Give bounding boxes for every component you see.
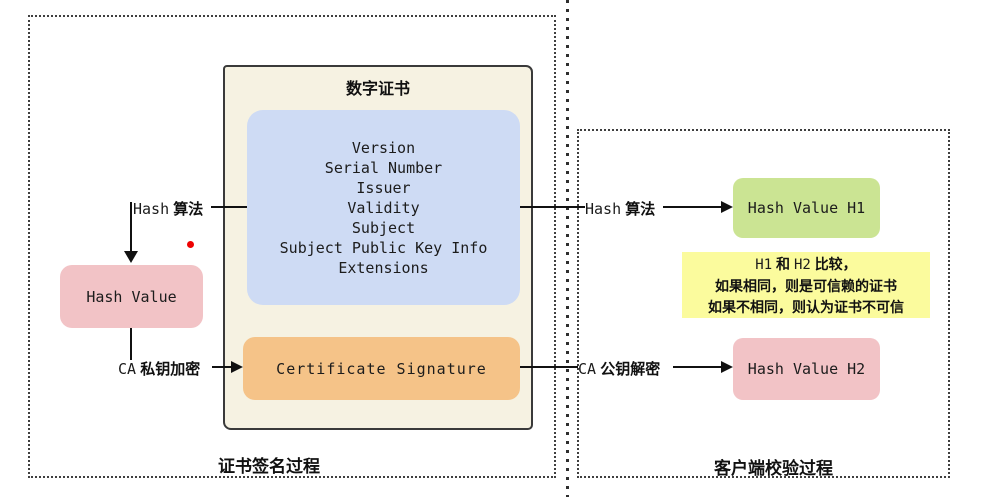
field-issuer: Issuer [356,178,411,197]
field-subject: Subject [351,218,416,237]
arrow-into-h1-box [721,201,733,213]
signing-process-caption: 证书签名过程 [218,457,320,476]
arrow-into-signature-box [231,361,243,373]
arrow-down-to-hash-value [124,251,138,263]
line-cert-to-hash-label [211,206,247,208]
verification-process-caption: 客户端校验过程 [714,459,833,478]
red-dot-marker [187,241,194,248]
field-version: Version [351,138,416,157]
hash-algorithm-label-left: Hash 算法 [133,200,204,218]
ca-private-key-encrypt-label: CA 私钥加密 [118,360,201,378]
hash-value-h2-box: Hash Value H2 [733,338,880,400]
arrow-into-h2-box [721,361,733,373]
line-signature-to-decrypt-label [520,366,578,368]
field-validity: Validity [347,198,420,217]
line-hash-value-down [130,328,132,360]
compare-note-line3: 如果不相同，则认为证书不可信 [708,299,904,315]
compare-note-line2: 如果相同，则是可信赖的证书 [715,278,897,294]
field-subject-public-key-info: Subject Public Key Info [279,238,488,257]
line-cert-to-right-hash-label [520,206,585,208]
compare-result-note: H1 和 H2 比较， 如果相同，则是可信赖的证书 如果不相同，则认为证书不可信 [682,252,930,318]
panel-divider-dashed-line [566,0,569,497]
hash-value-h1-box: Hash Value H1 [733,178,880,238]
digital-certificate-title: 数字证书 [345,81,410,98]
verification-process-panel [577,129,950,478]
signing-process-panel [28,15,556,478]
hash-algorithm-label-right: Hash 算法 [585,200,656,218]
field-serial-number: Serial Number [324,158,443,177]
ca-public-key-decrypt-label: CA 公钥解密 [578,360,661,378]
hash-value-box: Hash Value [60,265,203,328]
line-hash-label-to-h1 [663,206,723,208]
field-extensions: Extensions [338,258,429,277]
line-encrypt-to-signature [212,366,232,368]
certificate-fields-box: Version Serial Number Issuer Validity Su… [247,110,520,305]
certificate-signature-box: Certificate Signature [243,337,520,400]
compare-note-line1: H1 和 H2 比较， [755,256,857,273]
line-hash-label-down [130,202,132,252]
line-decrypt-to-h2 [673,366,723,368]
